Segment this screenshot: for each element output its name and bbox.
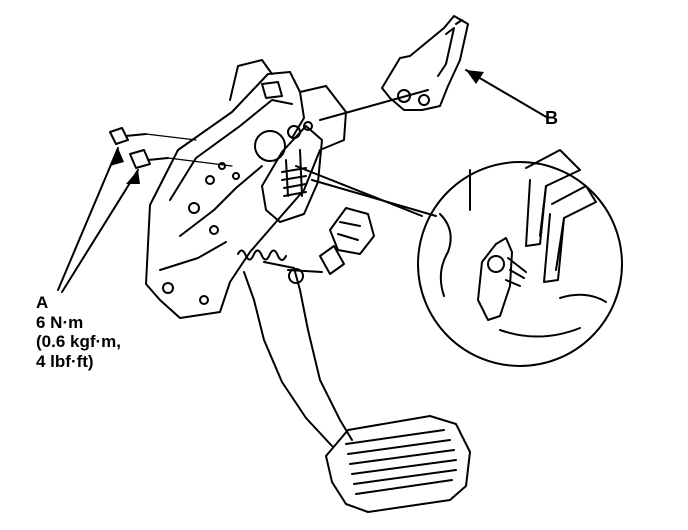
- callout-a-torque-spec: A 6 N·m (0.6 kgf·m, 4 lbf·ft): [36, 293, 121, 371]
- mounting-bolt-lower: [129, 149, 169, 169]
- detail-marker-circle: [254, 130, 286, 162]
- return-spring: [237, 249, 287, 261]
- bolt-alignment-line: [145, 133, 233, 167]
- callout-a-torque-kgf: (0.6 kgf·m,: [36, 332, 122, 352]
- callout-a-letter: A: [36, 293, 49, 312]
- pedal-bracket: [145, 59, 347, 319]
- brake-light-switch-connector: [319, 207, 375, 275]
- callout-a-torque-lbf: 4 lbf·ft): [36, 351, 94, 371]
- pedal-arm: [243, 261, 353, 447]
- mounting-bolt-upper: [109, 127, 147, 145]
- leader-arrowheads: [110, 70, 484, 184]
- part-b-bracket: [381, 15, 469, 111]
- magnified-detail-view: [417, 149, 623, 367]
- callout-a-torque-nm: 6 N·m: [36, 312, 84, 332]
- callout-b-letter: B: [545, 108, 558, 128]
- pedal-pad: [325, 415, 471, 513]
